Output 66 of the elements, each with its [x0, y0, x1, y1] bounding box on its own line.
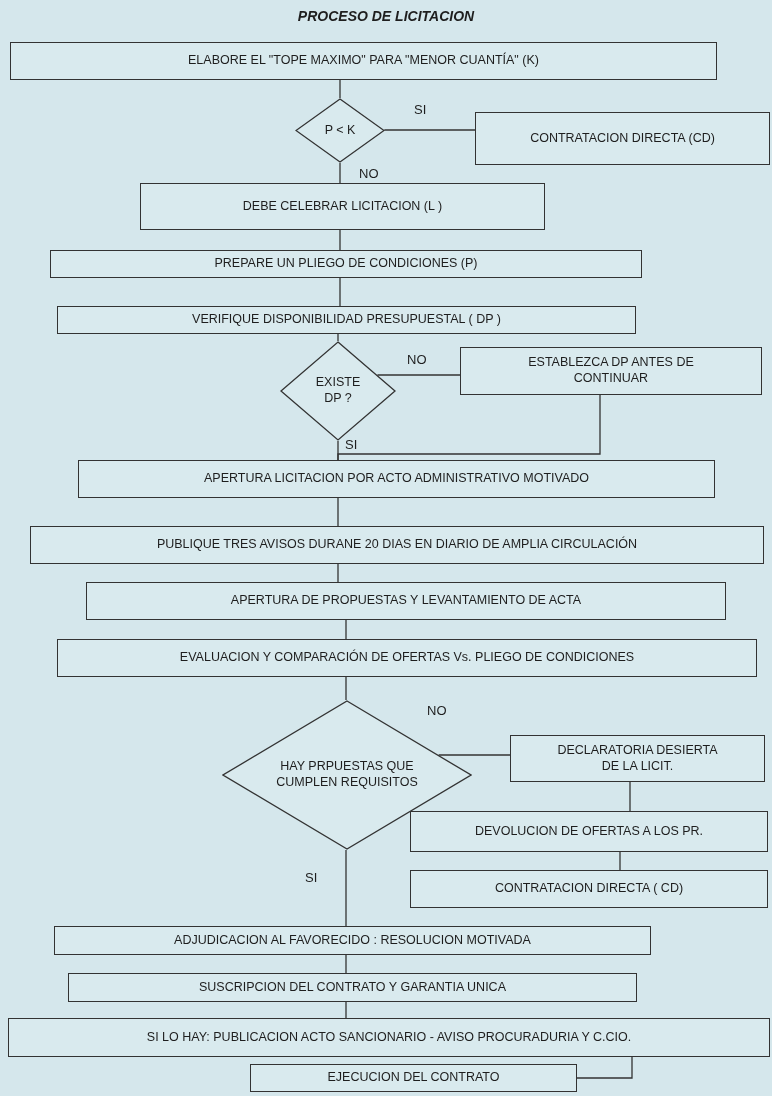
process-box — [10, 42, 717, 80]
step-text: HAY PRPUESTAS QUE CUMPLEN REQUISITOS — [275, 759, 419, 791]
connector-line — [376, 374, 461, 376]
step-text: SI LO HAY: PUBLICACION ACTO SANCIONARIO - AVISO PROCURADURIA Y C.CIO. — [146, 1029, 632, 1046]
connector-line — [337, 333, 339, 342]
process-box — [86, 582, 726, 620]
connector-line — [345, 676, 347, 701]
step-text: PUBLIQUE TRES AVISOS DURANE 20 DIAS EN DIARIO DE AMPLIA CIRCULACIÓN — [156, 537, 638, 553]
process-box — [50, 250, 642, 278]
step-text: DEBE CELEBRAR LICITACION (L ) — [242, 198, 443, 215]
step-text: APERTURA LICITACION POR ACTO ADMINISTRATIVO MOTIVADO — [204, 471, 589, 487]
step-text: APERTURA DE PROPUESTAS Y LEVANTAMIENTO DE ACTA — [230, 593, 582, 609]
step-text: SUSCRIPCION DEL CONTRATO Y GARANTIA UNICA — [199, 979, 506, 996]
process-box — [410, 870, 768, 908]
process-box — [460, 347, 762, 395]
connector-line — [339, 79, 341, 99]
step-text: ELABORE EL "TOPE MAXIMO" PARA "MENOR CUANTÍA" (K) — [188, 53, 539, 69]
step-text: CONTRATACION DIRECTA ( CD) — [494, 881, 684, 897]
connector-line — [345, 849, 347, 927]
connector-line — [337, 563, 339, 583]
process-box — [68, 973, 637, 1002]
process-box — [8, 1018, 770, 1057]
step-text: VERIFIQUE DISPONIBILIDAD PRESUPUESTAL ( DP ) — [192, 312, 501, 328]
edge-label: NO — [357, 166, 381, 181]
connector-line — [383, 129, 476, 131]
process-box — [57, 306, 636, 334]
step-text: DEVOLUCION DE OFERTAS A LOS PR. — [474, 823, 704, 840]
step-text: EJECUCION DEL CONTRATO — [327, 1070, 500, 1086]
process-box — [78, 460, 715, 498]
process-box — [140, 183, 545, 230]
connector-line — [339, 229, 341, 251]
process-box — [475, 112, 770, 165]
decision-diamond — [295, 98, 385, 163]
step-text: EVALUACION Y COMPARACIÓN DE OFERTAS Vs. PLIEGO DE CONDICIONES — [179, 650, 635, 666]
step-text: ADJUDICACION AL FAVORECIDO : RESOLUCION MOTIVADA — [174, 932, 531, 949]
connector-line — [576, 1056, 633, 1079]
process-box — [57, 639, 757, 677]
process-box — [410, 811, 768, 852]
decision-diamond — [222, 700, 472, 850]
connector-line — [337, 497, 339, 527]
edge-label: NO — [405, 352, 429, 367]
step-text: PREPARE UN PLIEGO DE CONDICIONES (P) — [214, 256, 478, 272]
step-text: EXISTE DP ? — [314, 375, 362, 407]
connector-line — [438, 754, 511, 756]
connector-line — [629, 781, 631, 812]
edge-label: NO — [425, 703, 449, 718]
process-box — [250, 1064, 577, 1092]
connector-line — [337, 394, 601, 461]
step-text: ESTABLEZCA DP ANTES DE CONTINUAR — [527, 355, 695, 387]
edge-label: SI — [412, 102, 429, 117]
connector-line — [339, 277, 341, 307]
diagram-title: PROCESO DE LICITACION — [296, 8, 476, 24]
process-box — [510, 735, 765, 782]
connector-line — [345, 1001, 347, 1019]
decision-diamond — [280, 341, 396, 441]
process-box — [54, 926, 651, 955]
process-box — [30, 526, 764, 564]
connector-line — [345, 954, 347, 974]
step-text: CONTRATACION DIRECTA (CD) — [530, 130, 715, 147]
connector-line — [339, 162, 341, 184]
connector-line — [619, 851, 621, 871]
connector-line — [345, 619, 347, 640]
step-text: DECLARATORIA DESIERTA DE LA LICIT. — [556, 742, 719, 775]
step-text: P < K — [324, 122, 356, 139]
edge-label: SI — [303, 870, 320, 885]
edge-label: SI — [343, 437, 360, 452]
